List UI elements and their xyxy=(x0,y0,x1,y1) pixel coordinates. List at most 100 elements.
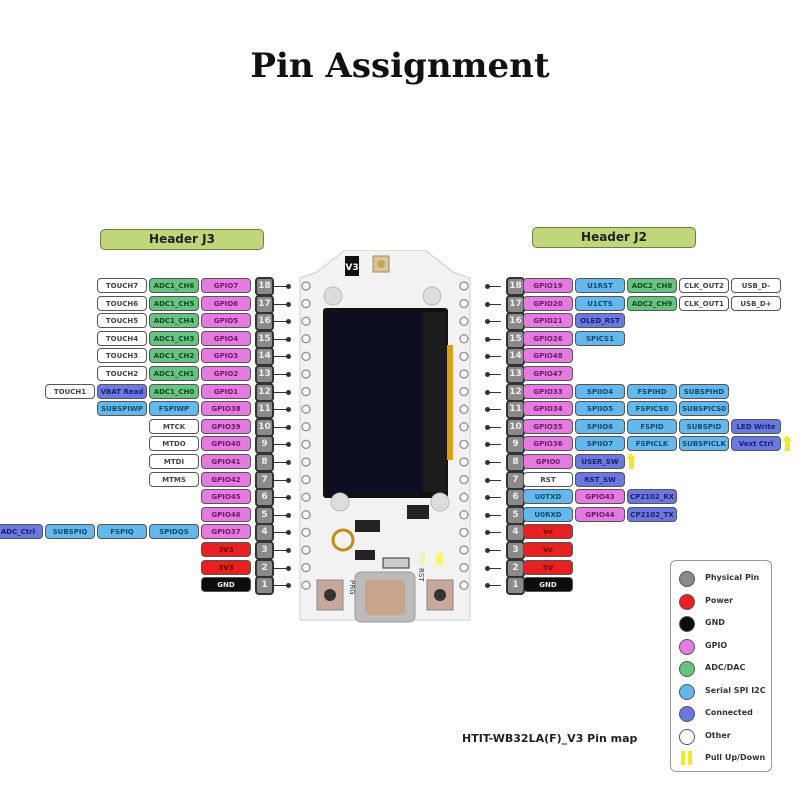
pin-dot xyxy=(485,495,490,501)
header_j3-pin-4: 4 xyxy=(255,523,274,543)
header-hole xyxy=(301,439,311,450)
pin-function-label: CP2102_RX xyxy=(627,489,677,505)
pin-dot xyxy=(286,336,291,342)
pin-dot xyxy=(286,319,291,325)
pin-lead xyxy=(487,550,501,551)
header-hole xyxy=(459,580,469,590)
pin-function-label: GPIO42 xyxy=(201,471,251,487)
pin-function-label: GPIO7 xyxy=(201,278,251,293)
pin-lead xyxy=(274,497,288,499)
pin-function-label: FSPICS0 xyxy=(627,401,677,417)
pin-function-label: ADC1_CH6 xyxy=(149,278,199,293)
pin-function-label: ADC2_CH8 xyxy=(627,278,677,293)
pin-function-label: FSPID xyxy=(627,418,677,434)
pin-function-label: U1RST xyxy=(575,278,625,293)
pin-function-label: SUBSPIHD xyxy=(679,383,729,399)
pin-lead xyxy=(487,479,501,481)
pin-dot xyxy=(286,354,291,360)
legend-label: Power xyxy=(705,595,734,605)
pin-function-label: TOUCH3 xyxy=(97,348,147,364)
header-hole xyxy=(459,562,469,573)
header_j3-pin-14: 14 xyxy=(255,347,274,367)
pin-dot xyxy=(485,477,490,483)
header-hole xyxy=(459,422,469,432)
header_j3-pin-1: 1 xyxy=(255,576,274,596)
pin-function-label: GPIO46 xyxy=(201,506,251,522)
pin-lead xyxy=(487,532,501,534)
header-hole xyxy=(301,316,311,326)
header-hole xyxy=(459,386,469,397)
pin-function-label: USB_D- xyxy=(731,278,781,293)
pin-lead xyxy=(487,286,501,287)
pin-function-label: GPIO4 xyxy=(201,330,251,346)
pin-function-label: GPIO2 xyxy=(201,366,251,381)
pin-dot xyxy=(286,424,291,430)
pin-dot xyxy=(286,407,291,413)
legend-label: GND xyxy=(705,618,725,627)
pin-function-label: FSPIWP xyxy=(149,401,199,417)
pin-dot xyxy=(286,284,291,289)
pin-lead xyxy=(274,303,288,305)
pin-function-label: OLED_RST xyxy=(575,313,625,329)
pin-dot xyxy=(485,460,490,465)
pin-dot xyxy=(485,512,490,518)
pin-dot xyxy=(485,354,490,360)
pull-up-arrow-icon xyxy=(626,453,636,469)
header_j3-pin-3: 3 xyxy=(255,541,274,560)
pin-function-label: TOUCH6 xyxy=(97,295,147,311)
pin-lead xyxy=(274,391,288,393)
pin-function-label: GPIO21 xyxy=(523,313,573,329)
pin-function-label: ADC1_CH4 xyxy=(149,313,199,329)
pin-function-label: SPIIO4 xyxy=(575,383,625,399)
pin-function-label: SUBSPID xyxy=(679,418,729,434)
pin-dot xyxy=(485,583,490,589)
pin-function-label: GPIO41 xyxy=(201,454,251,469)
header-hole xyxy=(301,457,311,467)
pin-function-label: GPIO3 xyxy=(201,348,251,364)
pin-function-label: Ve xyxy=(523,524,573,540)
pin-function-label: USB_D+ xyxy=(731,295,781,311)
pin-function-label: RST xyxy=(523,471,573,487)
pin-lead xyxy=(274,409,288,411)
pin-function-label: MTDI xyxy=(149,454,199,469)
header-hole xyxy=(301,545,311,555)
pin-function-label: VBAT Read xyxy=(97,383,147,399)
legend-label: Connected xyxy=(705,708,753,717)
pin-function-label: CP2102_TX xyxy=(627,506,677,522)
header_j3-pin-8: 8 xyxy=(255,453,274,472)
pin-function-label: U1CTS xyxy=(575,295,625,311)
pin-dot xyxy=(485,407,490,413)
pin-dot xyxy=(485,319,490,325)
header-hole xyxy=(301,351,311,362)
header-hole xyxy=(301,369,311,379)
legend-swatch-icon xyxy=(679,638,695,655)
pin-function-label: GPIO38 xyxy=(201,401,251,417)
pin-dot xyxy=(286,530,291,536)
legend-label: GPIO xyxy=(705,640,728,650)
pin-lead xyxy=(274,479,288,481)
pin-dot xyxy=(286,442,291,448)
pin-dot xyxy=(485,372,490,377)
caption: HTIT-WB32LA(F)_V3 Pin map xyxy=(462,732,638,745)
pin-function-label: TOUCH5 xyxy=(97,313,147,329)
pin-function-label: GPIO36 xyxy=(523,436,573,452)
header-hole xyxy=(459,457,469,467)
page-title: Pin Assignment xyxy=(250,46,550,86)
pin-function-label: SUBSPIQ xyxy=(45,524,95,540)
pin-lead xyxy=(487,444,501,446)
legend-swatch-icon xyxy=(679,571,695,587)
header-j2-label: Header J2 xyxy=(532,227,696,248)
pin-function-label: TOUCH2 xyxy=(97,366,147,381)
header_j3-pin-6: 6 xyxy=(255,488,274,508)
pin-lead xyxy=(274,374,288,375)
pin-lead xyxy=(487,567,501,569)
pin-dot xyxy=(286,548,291,553)
pin-dot xyxy=(286,495,291,501)
header_j3-pin-15: 15 xyxy=(255,329,274,349)
pin-function-label: GPIO37 xyxy=(201,524,251,540)
pin-dot xyxy=(286,477,291,483)
legend-swatch-icon xyxy=(679,728,695,745)
header-hole xyxy=(301,386,311,397)
header-hole xyxy=(459,369,469,379)
